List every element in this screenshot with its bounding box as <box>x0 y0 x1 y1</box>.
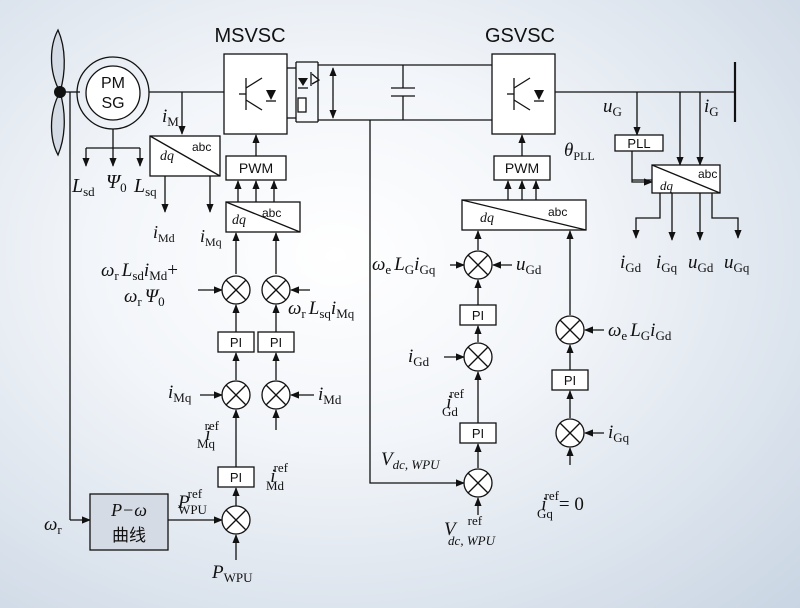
label-igq-fb: iGq <box>608 422 630 445</box>
summer-mq-2 <box>221 380 251 410</box>
summer-gd-2 <box>463 342 493 372</box>
summer-gq-2 <box>555 418 585 448</box>
title-gsvsc: GSVSC <box>485 25 555 47</box>
pi-gq-inner <box>551 369 589 391</box>
label-theta-pll: θPLL <box>564 140 595 163</box>
label-ugq-out: uGq <box>724 252 750 275</box>
label-im: iM <box>162 106 179 129</box>
svg-text:abc: abc <box>698 167 717 181</box>
pi-speed <box>217 466 255 488</box>
svg-text:PI: PI <box>270 335 282 350</box>
msvsc-converter <box>223 53 288 135</box>
summer-gq-1 <box>555 315 585 345</box>
label-psi0: Ψ0 <box>106 171 127 195</box>
svg-text:PI: PI <box>472 426 484 441</box>
pll-label: PLL <box>627 136 650 151</box>
summer-dc-voltage <box>463 468 493 498</box>
label-imd-out: iMd <box>153 222 175 245</box>
label-imq-fb: iMq <box>168 382 192 405</box>
machine-abc-dq-transform: dq abc <box>149 135 221 177</box>
label-ug: uG <box>603 96 622 119</box>
summer-mq-1 <box>221 275 251 305</box>
pi-gd-inner <box>459 304 497 326</box>
svg-text:dq: dq <box>160 149 174 164</box>
svg-text:dq: dq <box>660 178 674 193</box>
svg-text:dq: dq <box>480 211 494 226</box>
summer-md-1 <box>261 275 291 305</box>
label-imd-fb: iMd <box>318 384 342 407</box>
pmsg-generator: PM SG <box>76 56 150 130</box>
svg-text:PWM: PWM <box>505 160 539 176</box>
label-vdc-wpu: Vdc, WPU <box>381 449 441 472</box>
pi-mq-inner <box>217 331 255 353</box>
generator-label-pm: PM <box>101 75 125 92</box>
svg-text:PI: PI <box>564 373 576 388</box>
generator-label-sg: SG <box>101 95 124 112</box>
gsvsc-converter <box>491 53 556 135</box>
title-msvsc: MSVSC <box>214 25 285 47</box>
p-omega-curve-block <box>89 493 169 551</box>
label-igd-out: iGd <box>620 252 642 275</box>
label-ugd-ff: uGd <box>516 254 542 277</box>
wind-turbine-icon <box>50 28 66 157</box>
label-ig: iG <box>704 96 719 119</box>
svg-text:PWM: PWM <box>239 160 273 176</box>
summer-md-2 <box>261 380 291 410</box>
label-lsd: Lsd <box>71 175 95 199</box>
pi-dc-voltage <box>459 422 497 444</box>
label-pwpu: PWPU <box>211 562 253 585</box>
svg-text:PI: PI <box>230 335 242 350</box>
label-omega-r: ωr <box>44 514 62 537</box>
svg-text:PI: PI <box>230 470 242 485</box>
label-imq-out: iMq <box>200 226 222 249</box>
svg-text:dq: dq <box>232 213 246 228</box>
label-igd-fb: iGd <box>408 346 430 369</box>
curve-label-top: P−ω <box>110 500 147 520</box>
label-lsq: Lsq <box>133 175 157 199</box>
svg-text:PI: PI <box>472 308 484 323</box>
label-igq-out: iGq <box>656 252 678 275</box>
dc-chopper <box>295 61 321 123</box>
gsvsc-dq-abc-transform: dq abc <box>461 199 587 231</box>
pi-md-inner <box>257 331 295 353</box>
grid-abc-dq-transform: dq abc <box>651 164 721 194</box>
label-ugd-out: uGd <box>688 252 714 275</box>
summer-power <box>221 505 251 535</box>
svg-text:abc: abc <box>548 205 567 219</box>
curve-label-bottom: 曲线 <box>112 526 146 545</box>
summer-gd-1 <box>463 250 493 280</box>
msvsc-dq-abc-transform: dq abc <box>225 201 301 233</box>
pll-block <box>614 134 664 152</box>
svg-text:abc: abc <box>192 140 211 154</box>
svg-text:abc: abc <box>262 206 281 220</box>
